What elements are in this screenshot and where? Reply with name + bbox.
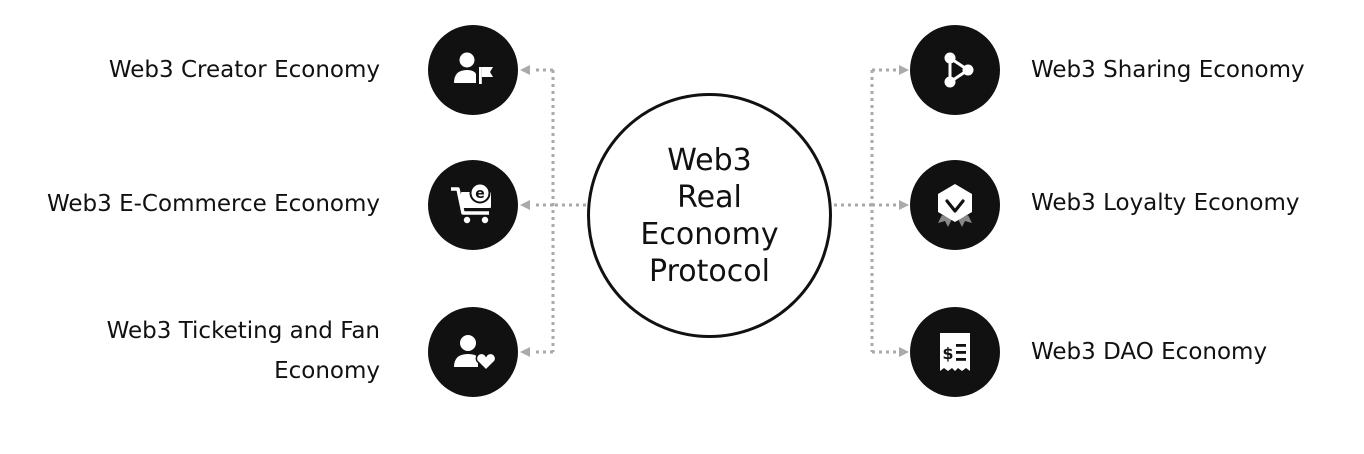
label-ticketing-fan-economy: Web3 Ticketing and Fan Economy [107, 311, 380, 391]
arrowhead-right-bottom [899, 347, 909, 357]
arrowhead-left-bottom [520, 347, 530, 357]
node-sharing-economy [910, 25, 1000, 115]
center-title: Web3 Real Economy Protocol [610, 142, 810, 290]
label-dao-economy: Web3 DAO Economy [1031, 339, 1268, 365]
node-ticketing-fan-economy [428, 307, 518, 397]
center-title-line: Protocol [649, 253, 770, 289]
center-circle: Web3 Real Economy Protocol [587, 93, 832, 338]
svg-text:$: $ [942, 344, 953, 363]
person-heart-icon [454, 335, 497, 372]
label-sharing-economy: Web3 Sharing Economy [1031, 57, 1305, 83]
center-title-line: Web3 [667, 142, 752, 178]
label-loyalty-economy: Web3 Loyalty Economy [1031, 190, 1300, 216]
badge-check-icon [938, 184, 972, 227]
person-flag-icon [454, 52, 493, 84]
label-creator-economy: Web3 Creator Economy [108, 57, 380, 83]
node-creator-economy [428, 25, 518, 115]
node-ecommerce-economy: e [428, 160, 518, 250]
share-nodes-icon [944, 52, 974, 88]
arrowhead-right-top [899, 65, 909, 75]
receipt-dollar-icon: $ [940, 333, 970, 371]
label-line: Web3 Ticketing and Fan [106, 318, 380, 344]
label-line: Economy [274, 358, 380, 384]
center-title-line: Economy [640, 216, 779, 252]
arrowhead-left-middle [520, 200, 530, 210]
svg-text:e: e [475, 186, 485, 202]
arrowhead-left-top [520, 65, 530, 75]
shopping-cart-e-icon: e [451, 182, 491, 224]
node-dao-economy: $ [910, 307, 1000, 397]
arrowhead-right-middle [899, 200, 909, 210]
node-loyalty-economy [910, 160, 1000, 250]
center-title-line: Real [677, 179, 742, 215]
label-ecommerce-economy: Web3 E-Commerce Economy [47, 191, 380, 217]
